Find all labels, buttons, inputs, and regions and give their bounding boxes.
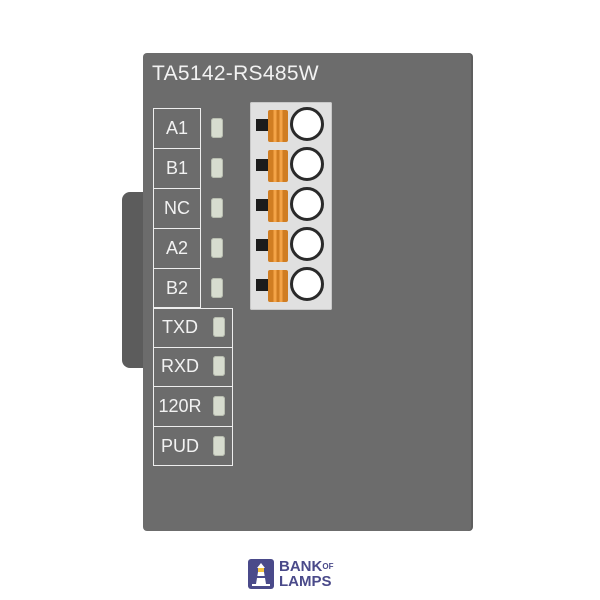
led-label-box — [153, 308, 233, 466]
led-rxd — [213, 356, 225, 376]
led-divider — [153, 347, 233, 348]
model-label: TA5142-RS485W — [152, 62, 319, 85]
led-txd — [213, 317, 225, 337]
wire-entry-hole[interactable] — [290, 187, 324, 221]
led-a2 — [211, 238, 223, 258]
terminal-label-box — [153, 108, 201, 308]
release-lever[interactable] — [268, 230, 288, 262]
led-label-pud: PUD — [160, 435, 199, 456]
led-label-txd: TXD — [162, 317, 198, 337]
terminal-slot-2[interactable] — [254, 147, 330, 185]
led-pud — [213, 436, 225, 456]
release-lever[interactable] — [268, 270, 288, 302]
release-lever[interactable] — [268, 190, 288, 222]
terminal-label-a2: A2 — [165, 237, 189, 258]
wire-entry-hole[interactable] — [290, 107, 324, 141]
terminal-slot-4[interactable] — [254, 227, 330, 265]
label-divider — [153, 188, 201, 189]
release-lever[interactable] — [268, 150, 288, 182]
release-lever[interactable] — [268, 110, 288, 142]
led-nc — [211, 198, 223, 218]
terminal-slot-3[interactable] — [254, 187, 330, 225]
lighthouse-icon — [248, 559, 274, 589]
logo-line2: LAMPS — [279, 573, 332, 590]
logo-of: OF — [322, 562, 334, 571]
wire-entry-hole[interactable] — [290, 147, 324, 181]
release-button[interactable] — [256, 279, 268, 291]
label-divider — [153, 228, 201, 229]
terminal-label-b2: B2 — [165, 277, 189, 298]
label-divider — [153, 268, 201, 269]
terminal-label-b1: B1 — [165, 157, 189, 178]
led-label-120r: 120R — [158, 395, 202, 416]
terminal-slot-5[interactable] — [254, 267, 330, 305]
bank-of-lamps-logo: BANKOF LAMPS — [248, 556, 333, 592]
release-button[interactable] — [256, 119, 268, 131]
led-divider — [153, 386, 233, 387]
led-b1 — [211, 158, 223, 178]
label-divider — [153, 148, 201, 149]
wire-entry-hole[interactable] — [290, 227, 324, 261]
logo-wordmark: BANKOF LAMPS — [279, 559, 333, 589]
led-divider — [153, 426, 233, 427]
logo-line1: BANK — [279, 558, 323, 575]
release-button[interactable] — [256, 199, 268, 211]
wire-entry-hole[interactable] — [290, 267, 324, 301]
led-label-rxd: RXD — [160, 356, 199, 376]
release-button[interactable] — [256, 239, 268, 251]
led-a1 — [211, 118, 223, 138]
terminal-slot-1[interactable] — [254, 107, 330, 145]
release-button[interactable] — [256, 159, 268, 171]
led-b2 — [211, 278, 223, 298]
terminal-label-nc: NC — [164, 197, 190, 218]
terminal-label-a1: A1 — [165, 117, 189, 138]
led-120r — [213, 396, 225, 416]
